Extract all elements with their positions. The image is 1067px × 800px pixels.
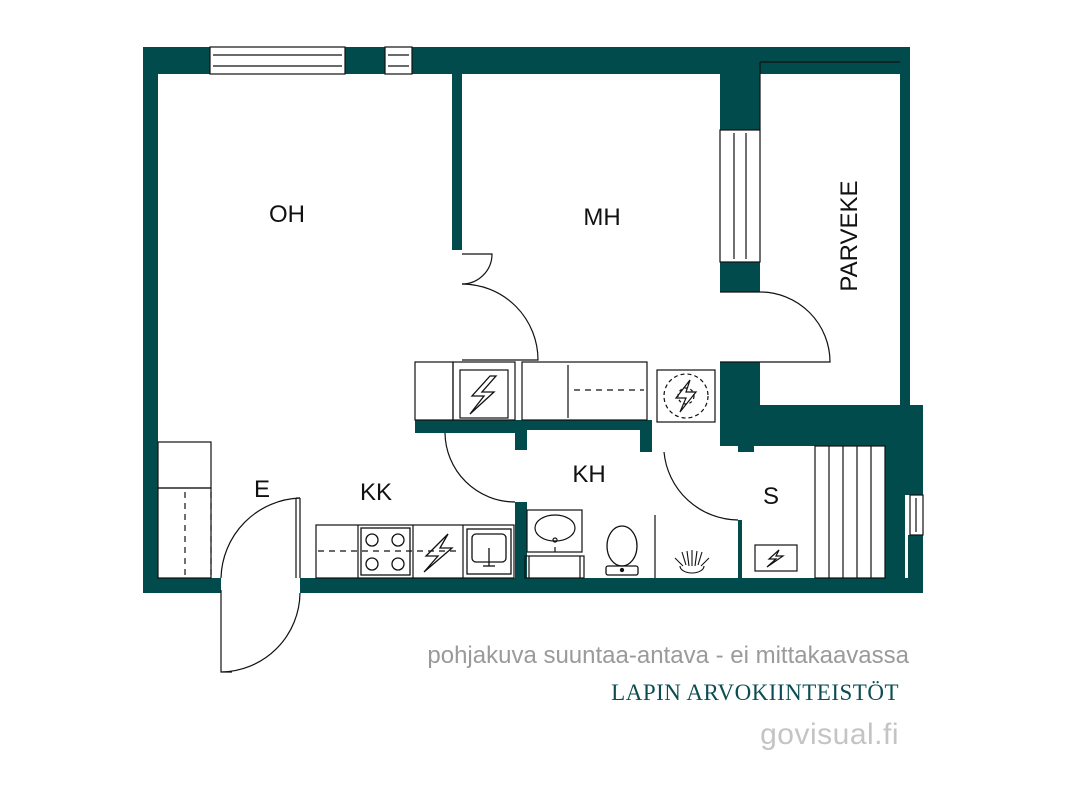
windows — [209, 46, 924, 536]
bathroom-fixtures — [524, 509, 585, 579]
fridge-icon — [423, 533, 454, 573]
door-bathroom — [444, 432, 516, 503]
sauna-bench-icon — [814, 445, 886, 579]
room-label-oh: OH — [269, 201, 305, 228]
balcony-outline — [759, 61, 900, 130]
electric-cabinet-icon — [469, 375, 498, 415]
washing-machine-icon — [663, 373, 709, 419]
company-name: LAPIN ARVOKIINTEISTÖT — [611, 680, 899, 705]
website-link[interactable]: govisual.fi — [760, 718, 899, 751]
entrance-closet — [157, 441, 212, 579]
cabinet-row — [414, 361, 716, 423]
door-oh-mh-small — [461, 253, 493, 285]
kitchen-counter — [315, 524, 515, 579]
doors — [220, 253, 831, 673]
room-label-e: E — [254, 476, 270, 503]
sink-icon — [466, 528, 512, 575]
toilet-icon — [605, 525, 639, 576]
door-entrance-outer — [220, 590, 301, 673]
sauna-heater-icon — [754, 544, 798, 572]
electric-hob-icon — [360, 527, 411, 576]
shower-icon — [674, 550, 710, 574]
disclaimer-caption: pohjakuva suuntaa-antava - ei mittakaava… — [427, 642, 909, 669]
room-label-mh: MH — [583, 204, 620, 231]
room-label-kk: KK — [360, 479, 392, 506]
door-oh-mh — [461, 283, 539, 361]
door-entrance — [220, 497, 301, 579]
door-sauna — [663, 451, 739, 521]
room-label-kh: KH — [572, 461, 605, 488]
room-label-parveke: PARVEKE — [836, 180, 863, 291]
door-balcony — [720, 291, 831, 363]
room-label-s: S — [763, 483, 779, 510]
walls — [143, 47, 923, 593]
